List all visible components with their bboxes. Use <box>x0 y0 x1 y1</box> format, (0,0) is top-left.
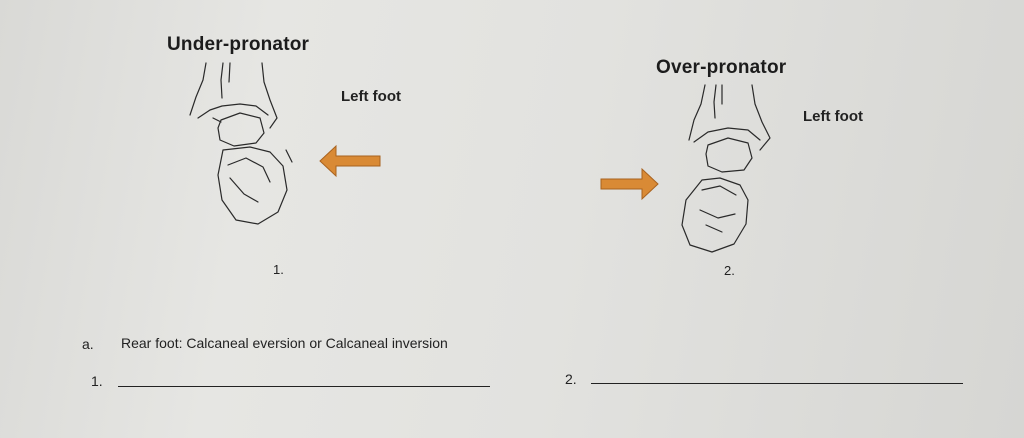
diagram-1-title: Under-pronator <box>167 34 310 55</box>
diagram-1-number: 1. <box>273 262 284 277</box>
answer-2-blank[interactable] <box>591 383 963 384</box>
arrow-left-icon <box>319 144 381 178</box>
diagram-2-foot-label: Left foot <box>803 108 863 125</box>
answer-1-label: 1. <box>91 373 103 389</box>
arrow-right-icon <box>600 167 659 201</box>
answer-2-label: 2. <box>565 371 577 387</box>
diagram-2-title: Over-pronator <box>656 57 787 78</box>
left-foot-sketch-2 <box>681 84 771 253</box>
answer-1-blank[interactable] <box>118 386 490 387</box>
diagram-2-number: 2. <box>724 263 735 278</box>
question-letter: a. <box>82 336 94 352</box>
question-text: Rear foot: Calcaneal eversion or Calcane… <box>121 335 448 351</box>
diagram-1-foot-label: Left foot <box>341 88 401 105</box>
left-foot-sketch-1 <box>189 62 293 225</box>
